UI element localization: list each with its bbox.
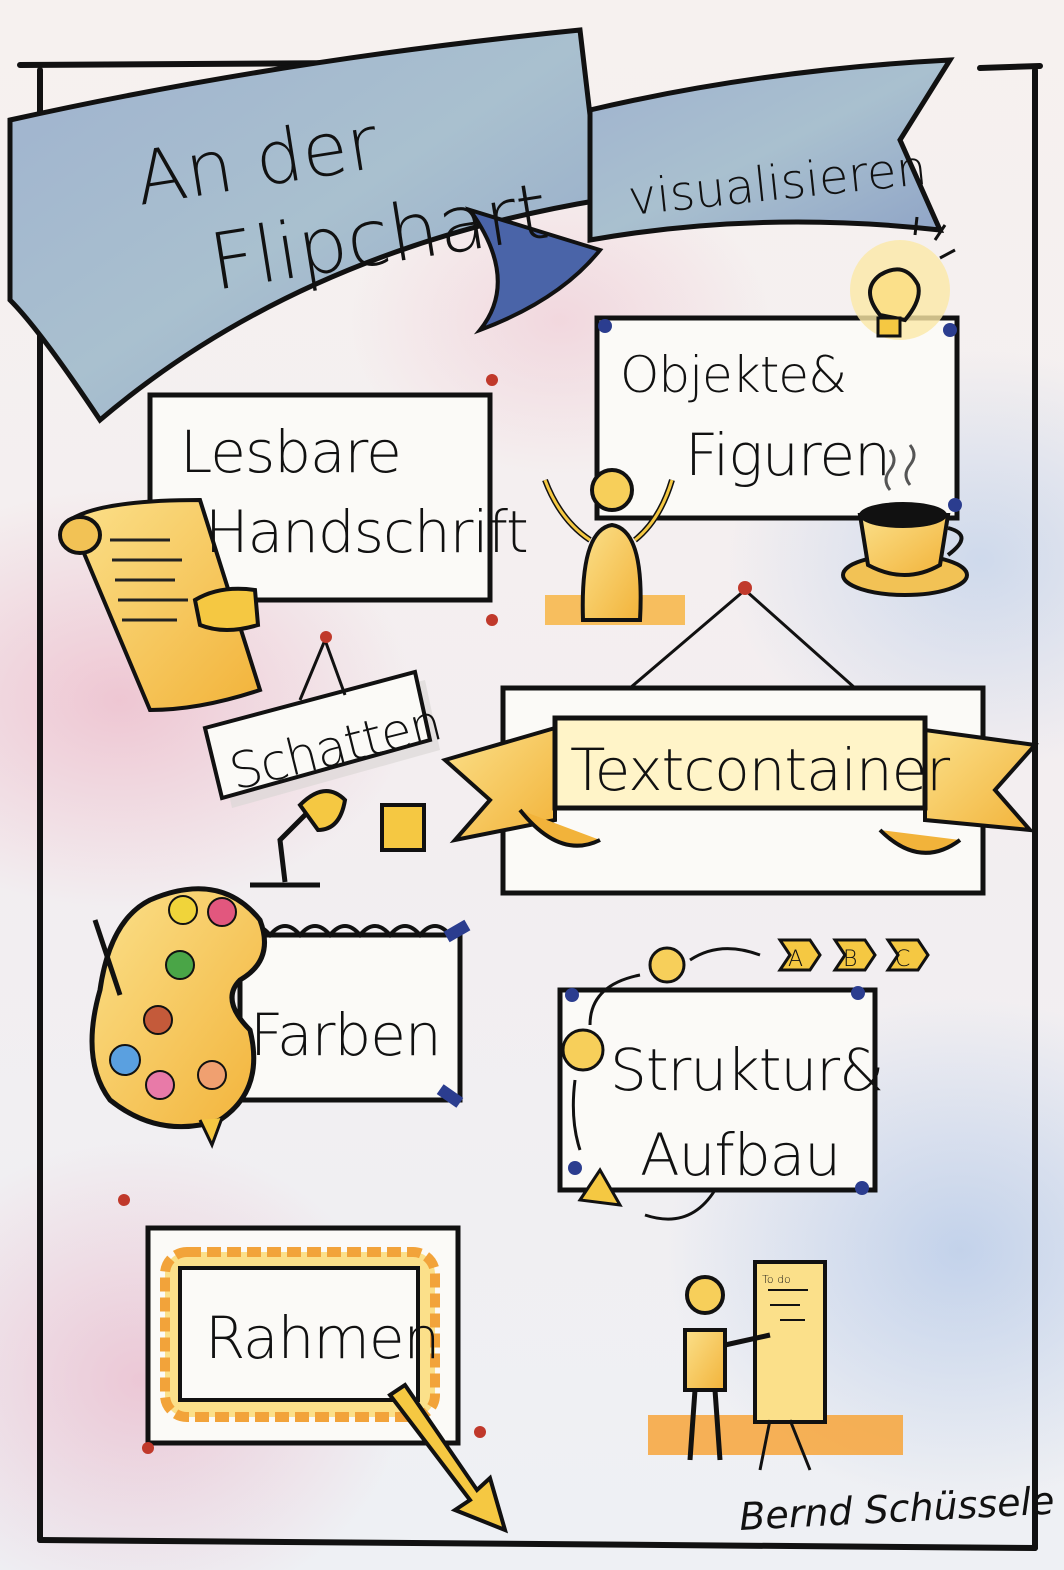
pin-icon — [486, 374, 498, 386]
topic-farben: Farben — [89, 886, 471, 1149]
board-label: To do — [762, 1273, 791, 1286]
pin-icon — [738, 581, 752, 595]
topic-lesbare-handschrift: Lesbare Handschrift — [58, 374, 529, 713]
pin-icon — [943, 323, 957, 337]
sequence-step-a — [777, 938, 822, 972]
pin-icon — [486, 614, 498, 626]
pin-icon — [598, 319, 612, 333]
sequence-c: C — [895, 947, 910, 972]
lesbare-line2: Handschrift — [205, 498, 528, 566]
topic-struktur-aufbau: A B C Struktur& Aufbau — [557, 938, 930, 1221]
abc-sequence: A B C — [648, 938, 930, 984]
rahmen-label: Rahmen — [205, 1304, 439, 1372]
pin-icon — [320, 631, 332, 643]
topic-textcontainer: Textcontainer — [440, 581, 1039, 896]
arrow-icon — [387, 1382, 509, 1534]
pin-icon — [568, 1161, 582, 1175]
objekte-line1: Objekte& — [620, 346, 846, 404]
coffee-cup-icon — [841, 444, 969, 597]
lightbulb-icon — [850, 216, 956, 340]
desk-lamp-icon — [250, 789, 426, 888]
topic-objekte-figuren: Objekte& Figuren — [542, 216, 969, 625]
pin-icon — [855, 1181, 869, 1195]
tape-icon — [443, 919, 471, 943]
textcontainer-label: Textcontainer — [570, 736, 950, 804]
title-ribbon: An der Flipchart visualisieren — [7, 27, 955, 424]
pin-icon — [565, 988, 579, 1002]
color-palette-icon — [89, 886, 267, 1149]
sequence-a: A — [788, 947, 803, 972]
sequence-step-c — [885, 938, 930, 972]
struktur-line1: Struktur& — [610, 1036, 883, 1104]
tape-icon — [436, 1084, 464, 1108]
sequence-b: B — [843, 947, 857, 972]
signature: Bernd Schüssele — [738, 1479, 1055, 1539]
struktur-line2: Aufbau — [640, 1121, 840, 1189]
ribbon-banner-icon — [440, 715, 1039, 855]
topic-rahmen: Rahmen — [118, 1194, 509, 1534]
pin-icon — [142, 1442, 154, 1454]
pin-icon — [948, 498, 962, 512]
presenter-flipchart-icon: To do — [648, 1260, 903, 1471]
farben-label: Farben — [250, 1001, 441, 1069]
objekte-line2: Figuren — [685, 421, 890, 489]
pin-icon — [118, 1194, 130, 1206]
person-arms-up-icon — [542, 468, 685, 625]
hand-pen-icon — [192, 586, 261, 632]
pin-icon — [474, 1426, 486, 1438]
lesbare-line1: Lesbare — [180, 418, 401, 486]
sequence-step-b — [832, 938, 877, 972]
pin-icon — [851, 986, 865, 1000]
scroll-icon — [58, 497, 263, 713]
